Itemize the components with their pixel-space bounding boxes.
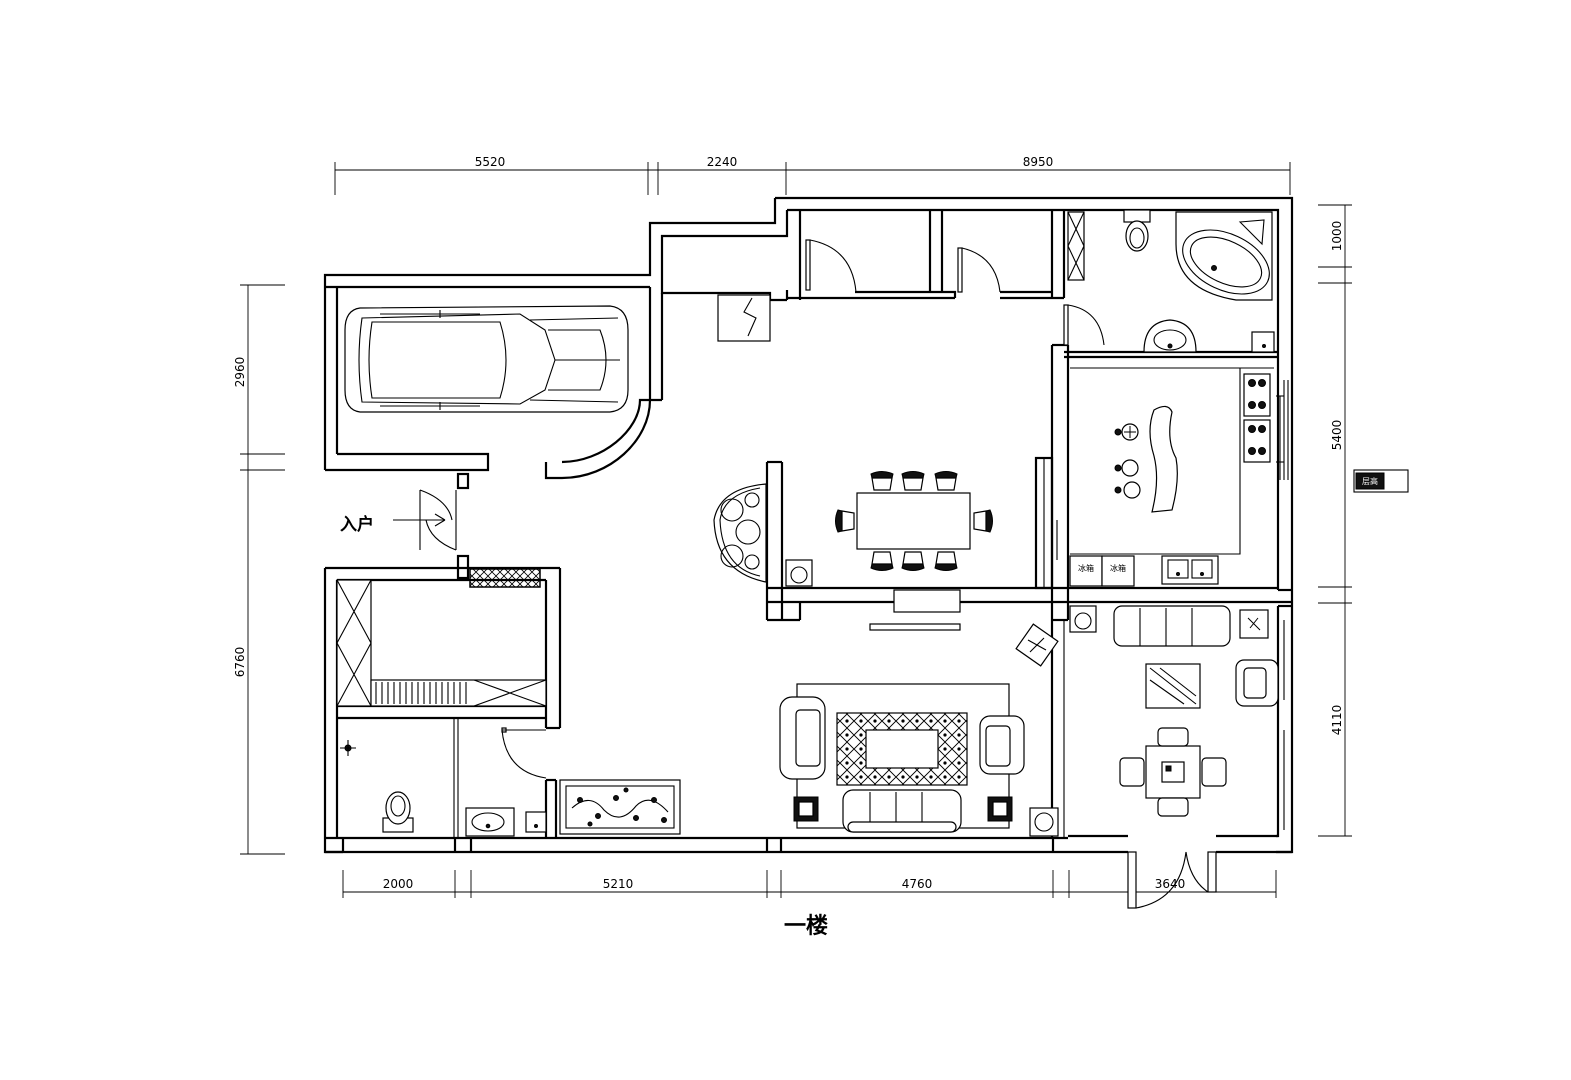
stove-icon bbox=[1243, 373, 1284, 480]
square-table-icon bbox=[1119, 727, 1227, 817]
right-room-door[interactable] bbox=[1127, 851, 1217, 909]
coffee-table-icon bbox=[1145, 663, 1201, 709]
dim-right-1: 1000 bbox=[1330, 221, 1344, 252]
dining-table-icon bbox=[835, 471, 993, 571]
entrance-label: 入户 bbox=[340, 514, 374, 535]
car-icon bbox=[344, 305, 629, 413]
dining-chair bbox=[901, 551, 925, 571]
dim-left-2: 6760 bbox=[233, 647, 247, 678]
fridge-label-2: 冰箱 bbox=[1110, 563, 1126, 573]
washing-machine-icon-2 bbox=[1069, 605, 1097, 633]
dimension-right: 1000 5400 4110 bbox=[1318, 204, 1352, 837]
dim-top-2: 2240 bbox=[707, 155, 738, 169]
dim-top-1: 5520 bbox=[475, 155, 506, 169]
dining-chair bbox=[870, 551, 894, 571]
floor-drain bbox=[1251, 331, 1275, 353]
side-table-icon bbox=[793, 796, 1013, 822]
dining-chair bbox=[973, 509, 993, 533]
bathroom-door[interactable] bbox=[501, 727, 547, 833]
basin-icon bbox=[465, 807, 515, 837]
window-icon bbox=[1283, 380, 1289, 830]
tv-icon bbox=[869, 589, 961, 631]
round-plant-table bbox=[713, 483, 767, 583]
hatched-column bbox=[469, 568, 541, 588]
dining-chair bbox=[934, 551, 958, 571]
washing-machine-icon-3 bbox=[1029, 807, 1059, 837]
dim-top-3: 8950 bbox=[1023, 155, 1054, 169]
dim-right-3: 4110 bbox=[1330, 705, 1344, 736]
washing-machine-icon bbox=[785, 559, 813, 587]
toilet-icon bbox=[1123, 209, 1151, 252]
dim-bottom-1: 2000 bbox=[383, 877, 414, 891]
lamp-icon bbox=[340, 740, 356, 756]
stair-stub bbox=[717, 294, 771, 342]
fridge-label-1: 冰箱 bbox=[1078, 563, 1094, 573]
dining-chair bbox=[934, 471, 958, 491]
sofa-icon bbox=[779, 696, 1025, 833]
side-box-label: 层高 bbox=[1362, 476, 1378, 486]
dim-left-1: 2960 bbox=[233, 357, 247, 388]
dining-chair bbox=[835, 509, 855, 533]
fish-tank-icon bbox=[559, 779, 681, 835]
kitchen-counter bbox=[1070, 367, 1274, 555]
dim-bottom-2: 5210 bbox=[603, 877, 634, 891]
wardrobe-icon bbox=[336, 579, 547, 707]
dining-chair bbox=[901, 471, 925, 491]
armchair-icon bbox=[1235, 659, 1279, 707]
dimension-top: 5520 2240 8950 bbox=[334, 155, 1291, 195]
dim-right-2: 5400 bbox=[1330, 420, 1344, 451]
bathtub-icon bbox=[1175, 211, 1273, 301]
plant-pot-icon bbox=[1015, 623, 1059, 667]
right-room-sofa bbox=[1113, 605, 1269, 647]
dimension-bottom: 2000 5210 4760 3640 bbox=[342, 870, 1277, 898]
linen-closet bbox=[1067, 211, 1085, 281]
breakfast-bar bbox=[1114, 405, 1178, 513]
entrance-door[interactable] bbox=[393, 489, 457, 551]
sink-icon bbox=[1143, 319, 1197, 353]
fridge-icon: 冰箱 冰箱 bbox=[1069, 555, 1135, 587]
dim-bottom-4: 3640 bbox=[1155, 877, 1186, 891]
bathroom-toilet-icon bbox=[382, 791, 414, 833]
door-swing-icon[interactable] bbox=[805, 239, 1105, 346]
dim-bottom-3: 4760 bbox=[902, 877, 933, 891]
kitchen-sink-icon bbox=[1161, 555, 1219, 585]
dimension-left: 2960 6760 bbox=[233, 284, 285, 855]
side-legend-box: 层高 bbox=[1353, 469, 1409, 493]
dining-chair bbox=[870, 471, 894, 491]
floor-title: 一楼 bbox=[784, 914, 828, 939]
